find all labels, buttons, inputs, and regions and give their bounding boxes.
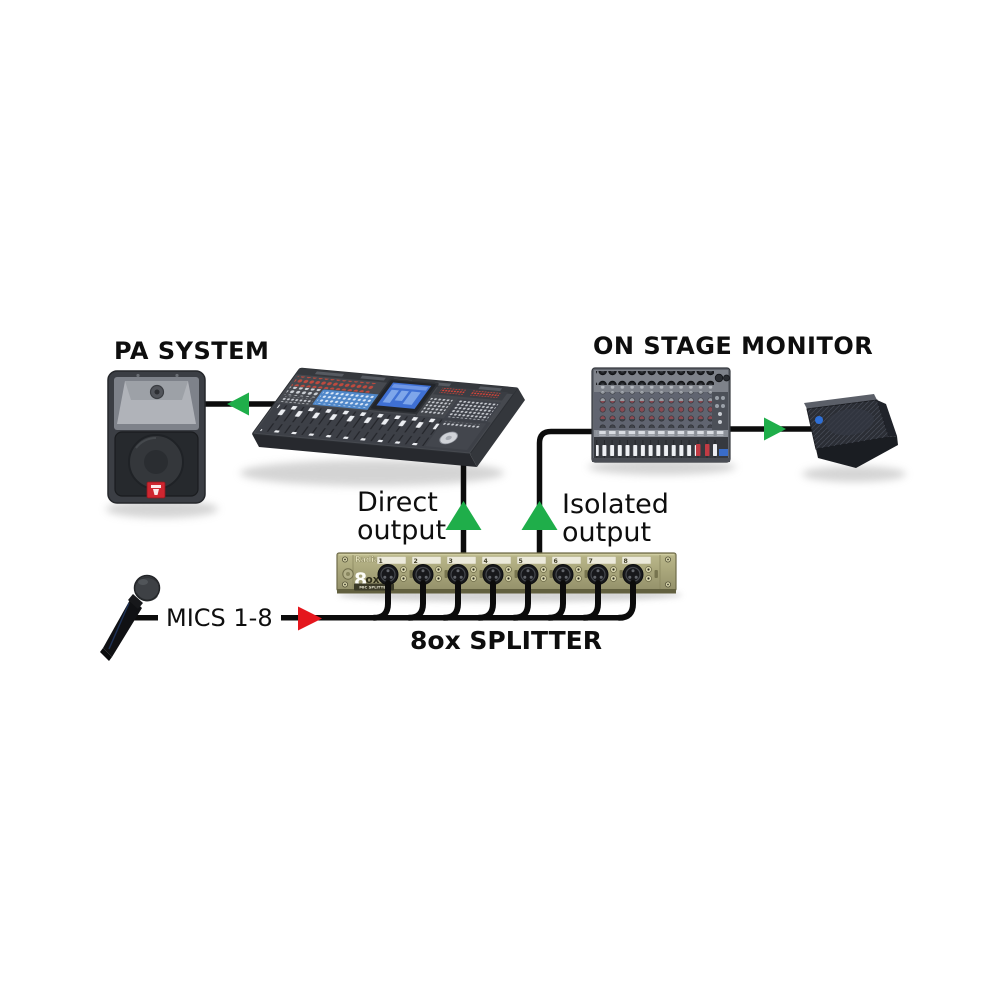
pa-speaker-illustration	[107, 370, 206, 504]
direct-output-label: Direct output	[357, 489, 446, 544]
on-stage-monitor-label: ON STAGE MONITOR	[593, 332, 874, 360]
mixer-xlr-inputs	[596, 371, 714, 385]
channel-number: 8	[624, 558, 628, 565]
monitor-mixer-illustration	[591, 367, 731, 463]
splitter-input-cables	[371, 580, 636, 621]
channel-number: 5	[519, 558, 523, 565]
isolated-output-line2: output	[562, 516, 652, 548]
shadows	[106, 459, 906, 602]
direct-output-line1: Direct	[357, 487, 438, 518]
wedge-monitor-illustration	[804, 394, 898, 468]
channel-number: 7	[589, 558, 593, 565]
channel-number: 4	[484, 558, 489, 565]
pa-system-label: PA SYSTEM	[114, 337, 270, 365]
splitter-badge-text: MIC SPLITTER	[359, 585, 389, 590]
microphone-illustration	[100, 574, 161, 661]
splitter-brand-text: Radial	[355, 555, 381, 564]
green-arrow-up-direct-icon	[445, 501, 482, 530]
splitter-channel-numbers: 1 2 3 4 5 6 7 8	[379, 558, 628, 565]
channel-number: 2	[414, 558, 418, 565]
green-arrow-right-icon	[764, 417, 786, 441]
console-faders	[259, 404, 443, 446]
foh-console-illustration	[252, 367, 525, 467]
direct-output-line2: output	[357, 514, 447, 546]
mics-label: MICS 1-8	[166, 604, 273, 632]
green-arrow-left-icon	[227, 392, 249, 416]
splitter-caption-label: 8ox SPLITTER	[410, 626, 602, 655]
channel-number: 6	[554, 558, 558, 565]
wedge-logo-dot	[815, 416, 823, 424]
channel-number: 1	[379, 558, 383, 565]
rack-screws	[341, 556, 672, 588]
isolated-output-line1: Isolated	[562, 489, 669, 520]
green-arrow-up-isolated-icon	[521, 501, 558, 530]
channel-number: 3	[449, 558, 453, 565]
console-gain-knobs	[291, 375, 377, 393]
isolated-output-label: Isolated output	[562, 491, 669, 546]
mixer-master-section	[712, 392, 728, 430]
isolated-output-line	[536, 428, 594, 558]
red-arrow-right-icon	[298, 606, 322, 631]
splitter-badge	[354, 583, 394, 591]
flow-arrows	[227, 392, 786, 530]
splitter-model-suffix: ox	[366, 574, 380, 586]
console-meters	[439, 387, 467, 395]
